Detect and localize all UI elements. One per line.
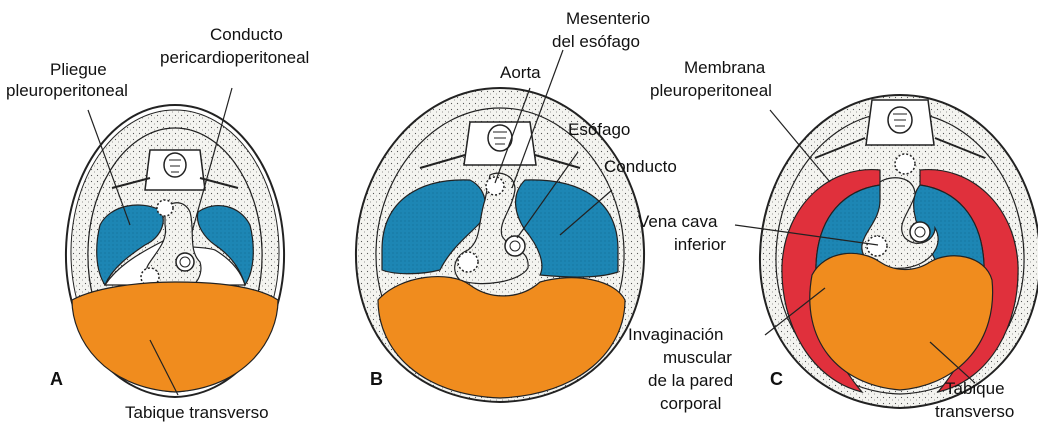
label-conducto-a-line2: pericardioperitoneal — [160, 48, 309, 67]
panel-a: A — [50, 88, 284, 397]
esophagus — [505, 236, 525, 256]
septum-transversum — [72, 282, 278, 392]
panel-letter-c: C — [770, 369, 783, 389]
aorta — [895, 154, 915, 174]
panel-letter-a: A — [50, 369, 63, 389]
label-invaginacion-line1: Invaginación — [628, 325, 723, 344]
label-pliegue-line1: Pliegue — [50, 60, 107, 79]
label-esofago: Esófago — [568, 120, 630, 139]
aorta — [486, 177, 504, 195]
label-tabique-c-line1: Tabique — [945, 379, 1005, 398]
label-invaginacion-line3: de la pared — [648, 371, 733, 390]
label-membrana-line1: Membrana — [684, 58, 766, 77]
panel-c: C — [735, 95, 1038, 408]
label-conducto-b: Conducto — [604, 157, 677, 176]
label-aorta: Aorta — [500, 63, 541, 82]
label-invaginacion-line2: muscular — [663, 348, 732, 367]
label-tabique-a: Tabique transverso — [125, 403, 269, 422]
panel-letter-b: B — [370, 369, 383, 389]
label-mesenterio-line2: del esófago — [552, 32, 640, 51]
label-invaginacion-line4: corporal — [660, 394, 721, 413]
inferior-vena-cava — [867, 236, 887, 256]
label-conducto-a-line1: Conducto — [210, 25, 283, 44]
label-tabique-c-line2: transverso — [935, 402, 1014, 421]
panel-b: B — [356, 50, 644, 402]
label-pliegue-line2: pleuroperitoneal — [6, 81, 128, 100]
label-membrana-line2: pleuroperitoneal — [650, 81, 772, 100]
esophagus — [910, 222, 930, 242]
label-mesenterio-line1: Mesenterio — [566, 9, 650, 28]
label-vena-cava-line1: Vena cava — [638, 212, 718, 231]
label-vena-cava-line2: inferior — [674, 235, 726, 254]
